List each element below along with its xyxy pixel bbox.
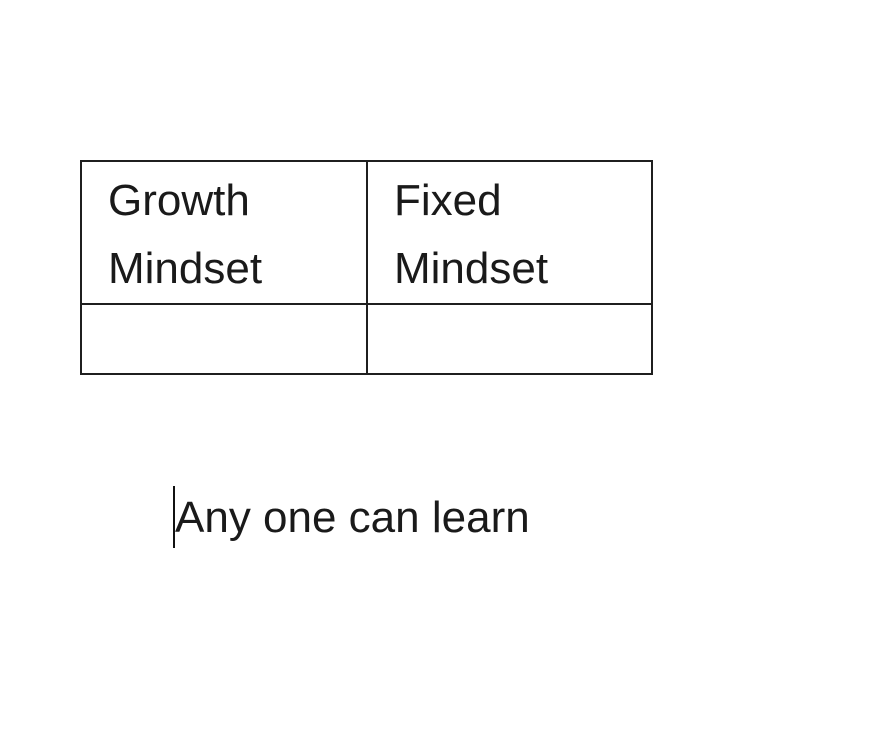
fixed-mindset-label: Fixed Mindset — [394, 176, 549, 293]
text-cursor — [173, 486, 175, 548]
mindset-table: Growth Mindset Fixed Mindset — [80, 160, 653, 375]
growth-mindset-label: Growth Mindset — [108, 176, 263, 293]
table-header-row: Growth Mindset Fixed Mindset — [80, 160, 653, 305]
body-paragraph[interactable]: Any one can learn — [173, 486, 530, 548]
table-cell-fixed-header[interactable]: Fixed Mindset — [366, 160, 653, 305]
paragraph-text: Any one can learn — [175, 493, 530, 542]
table-cell-fixed-empty[interactable] — [366, 303, 653, 375]
table-cell-growth-header[interactable]: Growth Mindset — [80, 160, 368, 305]
table-row — [80, 303, 653, 375]
table-cell-growth-empty[interactable] — [80, 303, 368, 375]
